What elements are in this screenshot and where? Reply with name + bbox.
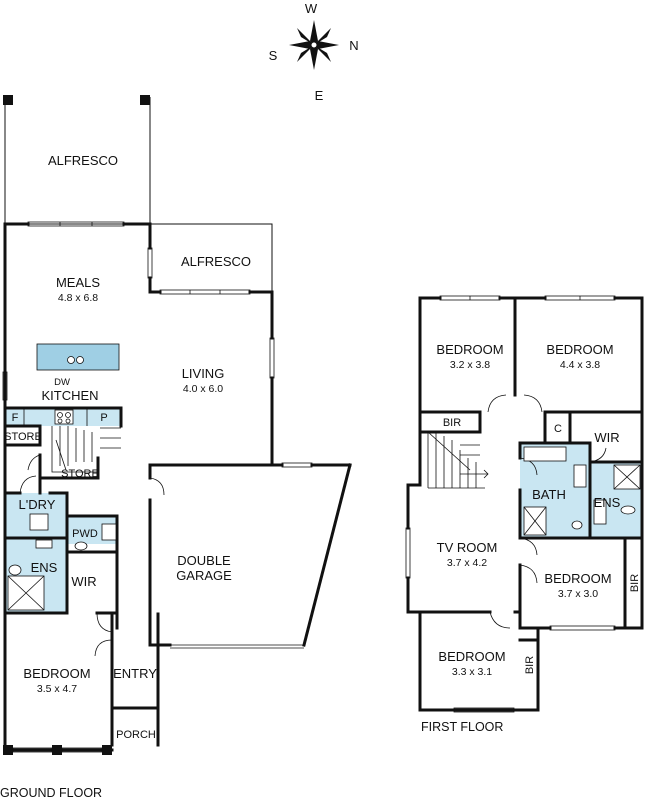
compass-rose-icon [289, 20, 339, 70]
ff-cupboard: C [554, 423, 562, 435]
fixture-pantry: P [100, 412, 107, 424]
compass-north: N [349, 38, 358, 53]
room-wir: WIR [71, 574, 96, 589]
room-alfresco-main: ALFRESCO [48, 153, 118, 168]
room-bedroom-dims: 3.5 x 4.7 [37, 683, 77, 695]
ff-bedroom-b-dims: 4.4 x 3.8 [560, 359, 600, 371]
room-garage-line2: GARAGE [176, 568, 232, 583]
compass-west: W [305, 1, 318, 16]
ff-bir-a: BIR [443, 417, 461, 429]
room-porch: PORCH [116, 729, 156, 741]
ff-bath: BATH [532, 487, 566, 502]
ff-ensuite: ENS [594, 495, 621, 510]
room-ensuite: ENS [31, 560, 58, 575]
room-meals-dims: 4.8 x 6.8 [58, 292, 98, 304]
ff-bedroom-d: BEDROOM [438, 649, 505, 664]
first-floor-title: FIRST FLOOR [421, 720, 503, 734]
room-living-dims: 4.0 x 6.0 [183, 383, 223, 395]
room-laundry: L'DRY [19, 497, 56, 512]
ff-bir-c: BIR [524, 656, 536, 674]
room-store-1: STORE [4, 431, 42, 443]
ff-bedroom-c: BEDROOM [544, 571, 611, 586]
ground-floor-title: GROUND FLOOR [0, 786, 102, 800]
ff-bedroom-a-dims: 3.2 x 3.8 [450, 359, 490, 371]
ff-bedroom-d-dims: 3.3 x 3.1 [452, 666, 492, 678]
room-store-2: STORE [61, 468, 99, 480]
room-living: LIVING [182, 366, 225, 381]
ff-bedroom-a: BEDROOM [436, 342, 503, 357]
compass-east: E [315, 88, 324, 103]
ground-floor-plan: ALFRESCO ALFRESCO MEALS 4.8 x 6.8 LIVING… [0, 95, 352, 800]
room-meals: MEALS [56, 275, 100, 290]
room-alfresco-side: ALFRESCO [181, 254, 251, 269]
room-bedroom: BEDROOM [23, 666, 90, 681]
ff-wir: WIR [594, 430, 619, 445]
ff-tv-room-dims: 3.7 x 4.2 [447, 557, 487, 569]
room-entry: ENTRY [113, 666, 157, 681]
fixture-fridge: F [12, 412, 19, 424]
room-garage-line1: DOUBLE [177, 553, 231, 568]
room-kitchen: KITCHEN [41, 388, 98, 403]
ff-bedroom-b: BEDROOM [546, 342, 613, 357]
ff-tv-room: TV ROOM [437, 540, 498, 555]
ff-bir-b: BIR [629, 574, 641, 592]
room-powder: PWD [72, 528, 98, 540]
first-floor-plan: BEDROOM 3.2 x 3.8 BEDROOM 4.4 x 3.8 BIR … [405, 295, 644, 734]
fixture-dishwasher: DW [54, 377, 70, 388]
compass-south: S [269, 48, 278, 63]
ff-bedroom-c-dims: 3.7 x 3.0 [558, 588, 598, 600]
